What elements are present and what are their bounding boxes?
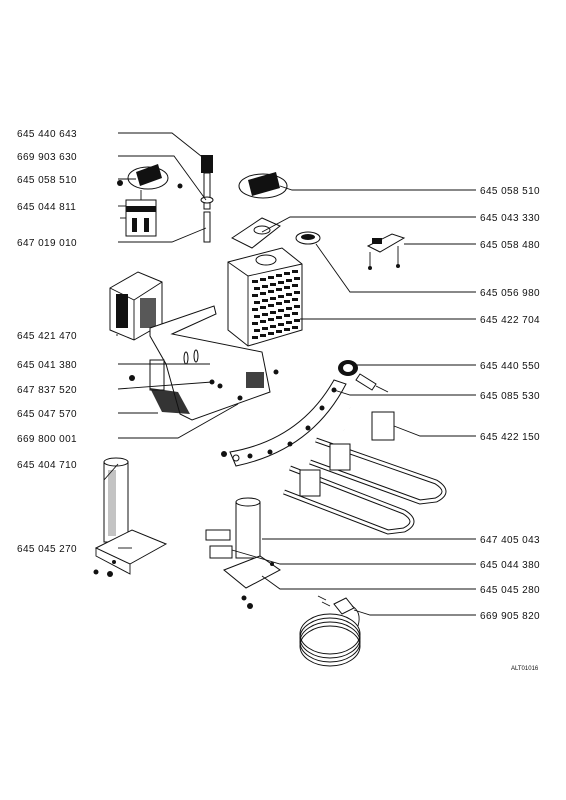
fin xyxy=(262,327,268,330)
part-number-label: 645 440 550 xyxy=(480,361,540,372)
gasket-plate xyxy=(231,217,321,249)
fin xyxy=(260,292,266,295)
fin xyxy=(292,326,298,329)
part-number-label: 647 837 520 xyxy=(17,385,77,396)
fin xyxy=(284,272,290,275)
part-number-label: 645 047 570 xyxy=(17,409,77,420)
fin xyxy=(284,314,290,317)
grommet xyxy=(338,360,389,393)
fin xyxy=(252,308,258,311)
fin xyxy=(276,330,282,333)
part-number-label: 669 905 820 xyxy=(480,611,540,622)
fin xyxy=(262,299,268,302)
fin xyxy=(268,332,274,335)
capacitor-left xyxy=(93,457,168,577)
drawing-reference-code: ALT01016 xyxy=(511,666,539,672)
mounting-plate xyxy=(129,305,279,421)
fin xyxy=(286,307,292,310)
fin xyxy=(292,312,298,315)
fin xyxy=(252,280,258,283)
power-cord xyxy=(299,595,361,667)
part-number-label: 647 019 010 xyxy=(17,238,77,249)
knob-right xyxy=(238,172,288,199)
fin xyxy=(262,313,268,316)
part-number-label: 669 800 001 xyxy=(17,434,77,445)
fin xyxy=(252,336,258,339)
part-number-label: 645 422 704 xyxy=(480,315,540,326)
part-number-label: 669 903 630 xyxy=(17,152,77,163)
fin xyxy=(292,284,298,287)
leader-lines xyxy=(103,132,476,616)
part-number-label: 645 045 270 xyxy=(17,544,77,555)
part-number-label: 645 045 280 xyxy=(480,585,540,596)
part-number-label: 645 058 510 xyxy=(17,175,77,186)
part-number-label: 645 058 510 xyxy=(480,186,540,197)
fin xyxy=(252,294,258,297)
fin xyxy=(284,328,290,331)
thermostat-shaft xyxy=(200,155,214,243)
curved-bracket xyxy=(221,379,347,467)
fin xyxy=(270,297,276,300)
part-number-label: 645 043 330 xyxy=(480,213,540,224)
fin xyxy=(270,311,276,314)
fin xyxy=(254,301,260,304)
part-drawings xyxy=(93,155,471,667)
fin-grid xyxy=(252,270,300,339)
fin xyxy=(260,306,266,309)
heating-elements xyxy=(283,406,471,535)
fin xyxy=(262,285,268,288)
fin xyxy=(294,305,300,308)
fin xyxy=(270,283,276,286)
fin xyxy=(286,293,292,296)
part-number-label: 645 421 470 xyxy=(17,331,77,342)
fin xyxy=(286,321,292,324)
fin xyxy=(292,298,298,301)
fin xyxy=(278,309,284,312)
fin xyxy=(270,325,276,328)
capacitor-center xyxy=(205,497,281,609)
fin xyxy=(276,274,282,277)
fin xyxy=(260,320,266,323)
fin xyxy=(254,315,260,318)
fin xyxy=(286,279,292,282)
fin xyxy=(268,276,274,279)
fin xyxy=(254,287,260,290)
part-number-label: 645 440 643 xyxy=(17,129,77,140)
fin xyxy=(276,302,282,305)
fin xyxy=(276,288,282,291)
part-labels: 645 440 643 669 903 630 645 058 510 645 … xyxy=(17,129,540,672)
switch-block-left xyxy=(120,190,157,237)
fin xyxy=(278,281,284,284)
finned-block xyxy=(227,247,303,347)
fin xyxy=(294,319,300,322)
part-number-label: 645 041 380 xyxy=(17,360,77,371)
part-number-label: 647 405 043 xyxy=(480,535,540,546)
fin xyxy=(294,291,300,294)
part-number-label: 645 085 530 xyxy=(480,391,540,402)
fin xyxy=(252,322,258,325)
part-number-label: 645 058 480 xyxy=(480,240,540,251)
part-number-label: 645 404 710 xyxy=(17,460,77,471)
part-number-label: 645 044 811 xyxy=(17,202,76,213)
part-number-label: 645 044 380 xyxy=(480,560,540,571)
fin xyxy=(292,270,298,273)
part-number-label: 645 056 980 xyxy=(480,288,540,299)
fin xyxy=(260,334,266,337)
fin xyxy=(284,300,290,303)
fin xyxy=(268,318,274,321)
fin xyxy=(278,323,284,326)
fin xyxy=(294,277,300,280)
fin xyxy=(254,329,260,332)
fin xyxy=(284,286,290,289)
fin xyxy=(276,316,282,319)
switch-right xyxy=(366,233,406,270)
fin xyxy=(268,290,274,293)
fin xyxy=(268,304,274,307)
part-number-label: 645 422 150 xyxy=(480,432,540,443)
fin xyxy=(260,278,266,281)
small-knob-left xyxy=(117,164,183,190)
fin xyxy=(278,295,284,298)
